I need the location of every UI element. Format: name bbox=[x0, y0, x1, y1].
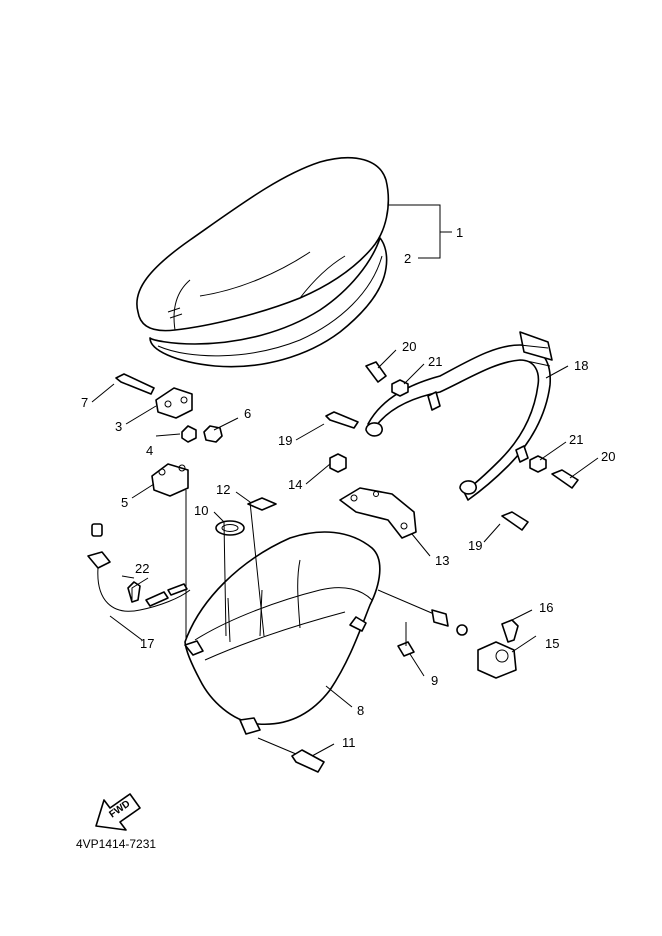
hinge-5-part[interactable] bbox=[151, 463, 189, 497]
seat-lock-cable-part[interactable] bbox=[377, 589, 468, 636]
seat-lock-15-part[interactable] bbox=[477, 641, 517, 679]
callout-19-lower: 19 bbox=[468, 538, 482, 553]
callout-6: 6 bbox=[244, 406, 251, 421]
bolt-11-part[interactable] bbox=[257, 737, 325, 773]
callout-21-lower: 21 bbox=[569, 432, 583, 447]
callout-10: 10 bbox=[194, 503, 208, 518]
callout-13: 13 bbox=[435, 553, 449, 568]
nut-6-part[interactable] bbox=[203, 425, 223, 443]
callout-3: 3 bbox=[115, 419, 122, 434]
callout-1: 1 bbox=[456, 225, 463, 240]
callout-21-upper: 21 bbox=[428, 354, 442, 369]
bolt-7-part[interactable] bbox=[115, 373, 155, 395]
screw-16-part[interactable] bbox=[501, 619, 519, 643]
nut-21-lower-part[interactable] bbox=[529, 455, 547, 473]
callout-22: 22 bbox=[135, 561, 149, 576]
hinge-3-part[interactable] bbox=[155, 387, 193, 419]
clip-9-part[interactable] bbox=[397, 641, 415, 657]
bracket-part[interactable] bbox=[339, 487, 417, 539]
callout-15: 15 bbox=[545, 636, 559, 651]
callout-20-lower: 20 bbox=[601, 449, 615, 464]
callout-8: 8 bbox=[357, 703, 364, 718]
seat-base-part[interactable] bbox=[149, 237, 388, 368]
collar-4-part[interactable] bbox=[181, 425, 197, 443]
grommet-10-part[interactable] bbox=[215, 520, 245, 536]
callout-2: 2 bbox=[404, 251, 411, 266]
screw-22-part[interactable] bbox=[127, 581, 141, 603]
callout-14: 14 bbox=[288, 477, 302, 492]
callout-19-upper: 19 bbox=[278, 433, 292, 448]
callout-4: 4 bbox=[146, 443, 153, 458]
callout-17: 17 bbox=[140, 636, 154, 651]
bolt-19-lower-part[interactable] bbox=[501, 511, 529, 531]
damper-12-part[interactable] bbox=[247, 497, 277, 511]
forward-arrow-icon: FWD bbox=[95, 793, 141, 831]
callout-20-upper: 20 bbox=[402, 339, 416, 354]
bolt-20-lower-part[interactable] bbox=[551, 469, 579, 489]
bolt-19-upper-part[interactable] bbox=[325, 411, 359, 429]
callout-12: 12 bbox=[216, 482, 230, 497]
collar-14-part[interactable] bbox=[329, 453, 347, 473]
bolt-20-upper-part[interactable] bbox=[365, 361, 387, 383]
callout-16: 16 bbox=[539, 600, 553, 615]
leader-lines bbox=[91, 349, 599, 757]
callout-18: 18 bbox=[574, 358, 588, 373]
diagram-code: 4VP1414-7231 bbox=[76, 837, 156, 851]
callout-9: 9 bbox=[431, 673, 438, 688]
storage-box-part[interactable] bbox=[184, 531, 381, 735]
grab-rail-part[interactable] bbox=[365, 331, 553, 501]
callout-7: 7 bbox=[81, 395, 88, 410]
callout-11: 11 bbox=[342, 735, 356, 750]
callout-5: 5 bbox=[121, 495, 128, 510]
seat-part[interactable] bbox=[136, 156, 390, 332]
cable-17-part[interactable] bbox=[87, 523, 191, 612]
